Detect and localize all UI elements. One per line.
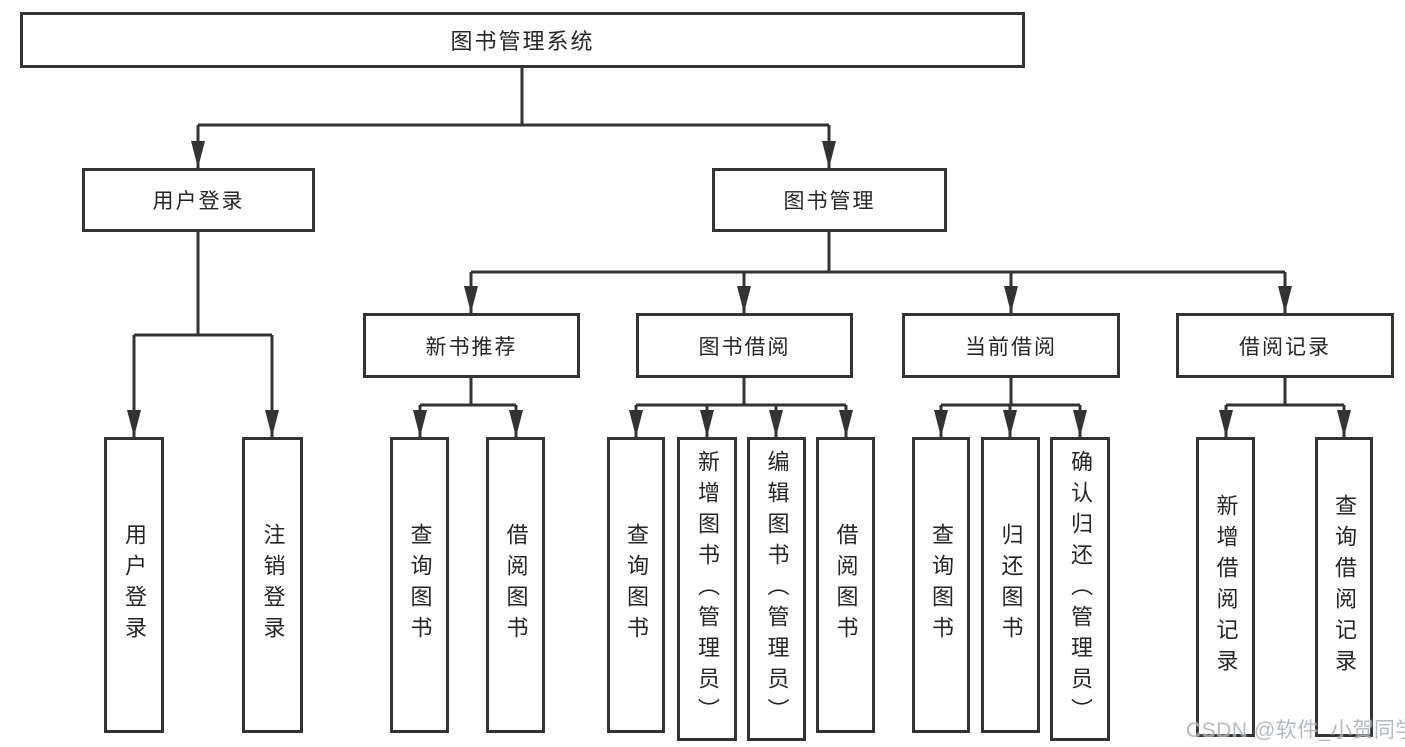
node-current-borrow: 当前借阅 [902,313,1120,378]
node-book-management: 图书管理 [712,168,947,232]
leaf-query-book-2: 查询图书 [607,437,665,733]
leaf-logout: 注销登录 [242,437,303,733]
leaf-add-borrow-record: 新增借阅记录 [1196,437,1255,737]
leaf-user-login: 用户登录 [104,437,164,733]
leaf-query-book-3: 查询图书 [912,437,970,733]
node-borrow-records: 借阅记录 [1176,313,1394,378]
leaf-edit-book-admin: 编辑图书（管理员） [747,437,806,741]
csdn-watermark: CSDN @软件_小贺同学 [1186,719,1405,742]
node-new-book-recommend: 新书推荐 [363,313,580,378]
node-library-system: 图书管理系统 [20,12,1025,68]
leaf-query-borrow-record: 查询借阅记录 [1315,437,1373,737]
leaf-confirm-return-admin: 确认归还（管理员） [1050,437,1110,741]
leaf-add-book-admin: 新增图书（管理员） [677,437,737,741]
node-book-borrow: 图书借阅 [636,313,853,378]
leaf-return-book: 归还图书 [981,437,1040,733]
node-user-login: 用户登录 [82,168,315,232]
leaf-borrow-book-2: 借阅图书 [816,437,875,733]
leaf-borrow-book-1: 借阅图书 [486,437,545,733]
leaf-query-book-1: 查询图书 [390,437,449,733]
